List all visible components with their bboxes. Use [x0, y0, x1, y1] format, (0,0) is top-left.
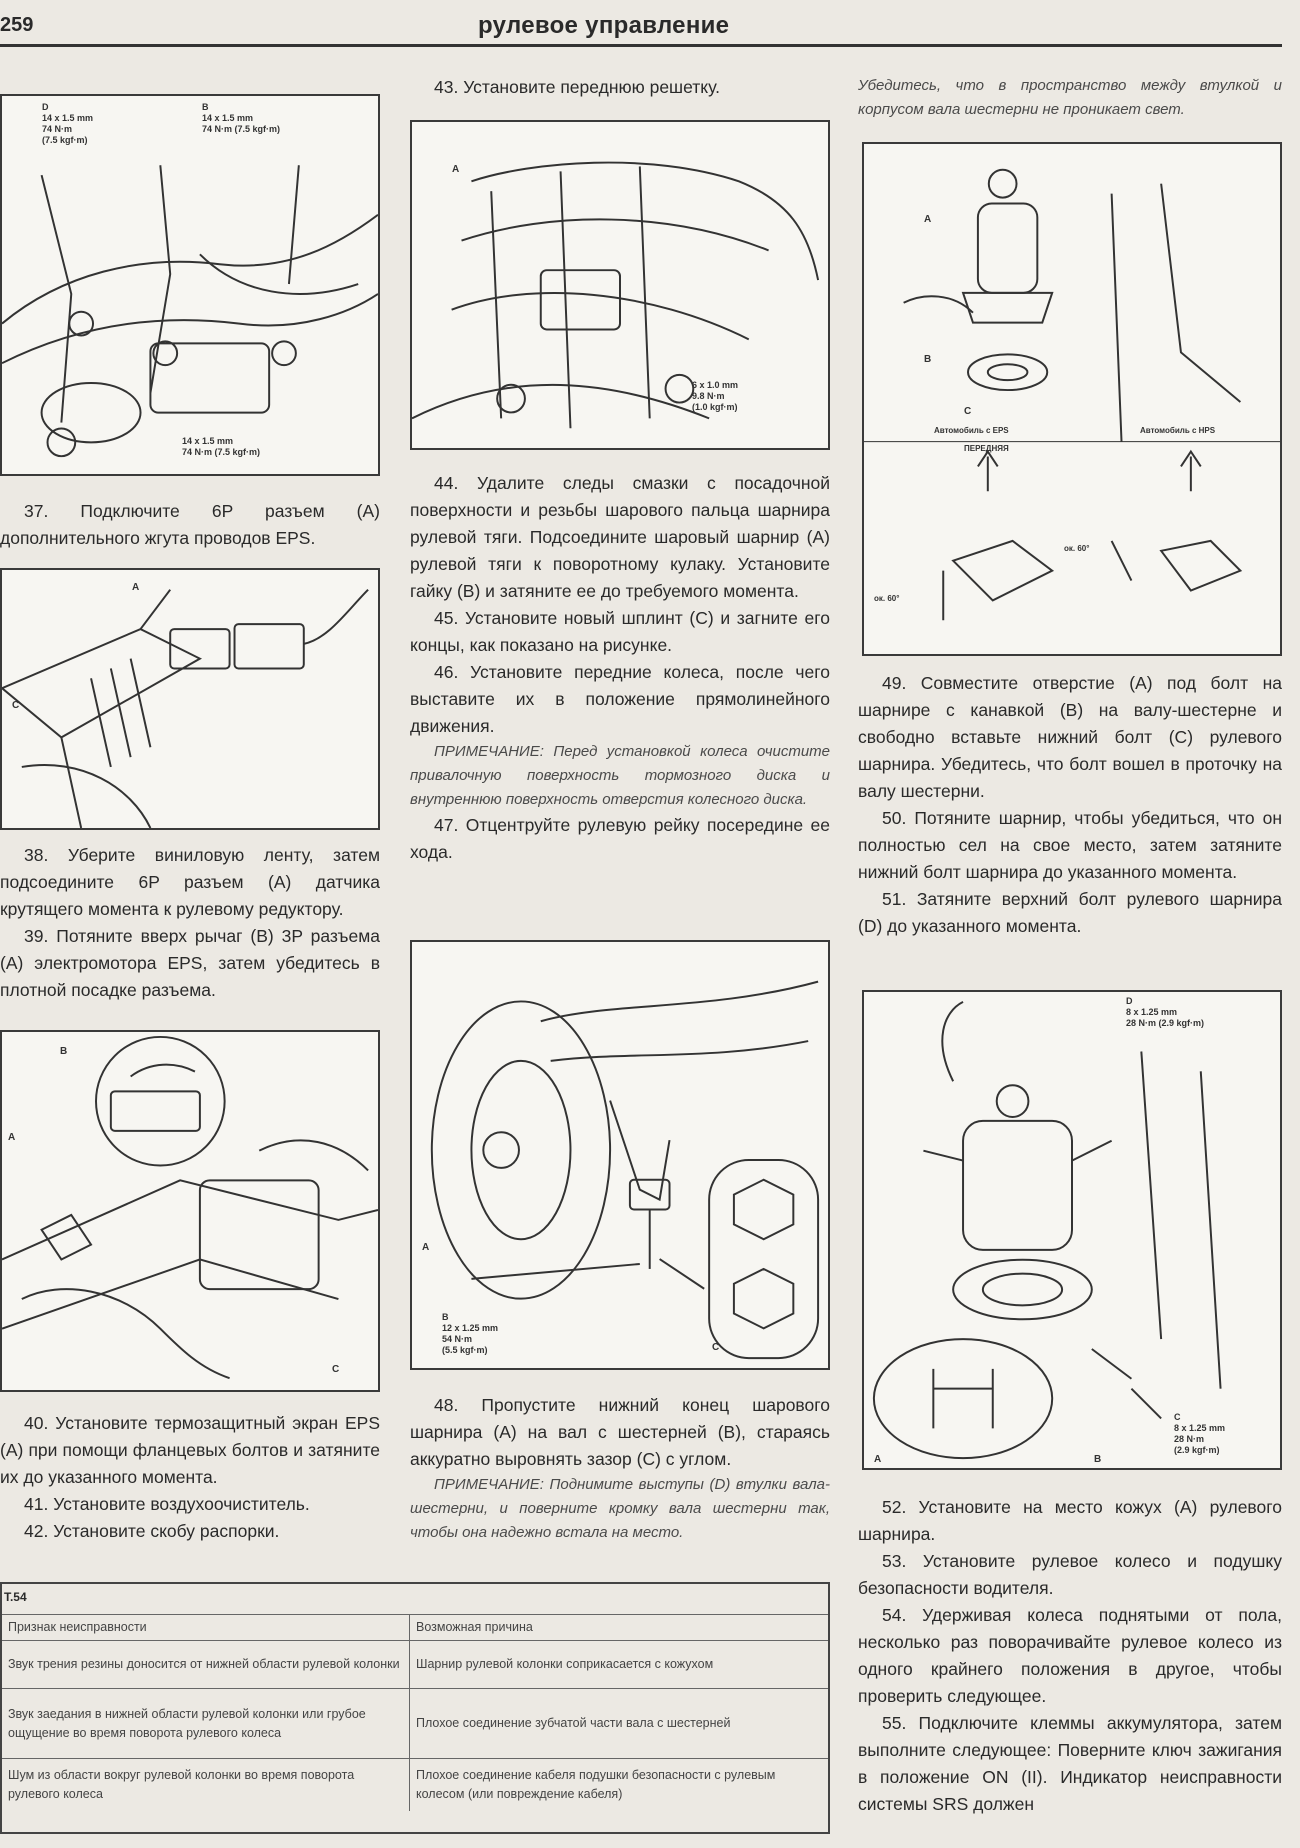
text-38: 38. Уберите виниловую ленту, затем подсо… [0, 845, 380, 919]
label-c: C [712, 1342, 720, 1353]
callout-grille-torque: 6 x 1.0 mm 9.8 N·m (1.0 kgf·m) [692, 380, 739, 412]
table-cell: Звук заедания в нижней области рулевой к… [2, 1688, 410, 1759]
header-symptom: Признак неисправности [2, 1614, 410, 1641]
paragraph-44-47: 44. Удалите следы смазки с посадочной по… [410, 470, 830, 866]
table-title: Т.54 [4, 1590, 27, 1604]
label-b: B [60, 1046, 68, 1057]
text-47: 47. Отцентруйте рулевую рейку посередине… [410, 815, 830, 862]
front-grille-drawing [412, 161, 820, 429]
text-42: 42. Установите скобу распорки. [24, 1521, 280, 1541]
text-49: 49. Совместите отверстие (A) под болт на… [858, 673, 1282, 801]
fault-table: Т.54 Признак неисправности Возможная при… [0, 1582, 830, 1834]
text-45: 45. Установите новый шплинт (C) и загнит… [410, 608, 830, 655]
figure-eps-motor: B A C [0, 1030, 380, 1392]
paragraph-intro: Убедитесь, что в пространство между втул… [858, 74, 1282, 122]
label-c: C [964, 406, 972, 417]
running-head: рулевое управление [478, 12, 730, 39]
page-number: 259 [0, 14, 34, 36]
paragraph-40-42: 40. Установите термозащитный экран EPS (… [0, 1410, 380, 1545]
table-cell: Шарнир рулевой колонки соприкасается с к… [409, 1640, 828, 1689]
figure-eps-connector: A C [0, 568, 380, 830]
callout-d-torque: D 8 x 1.25 mm 28 N·m (2.9 kgf·m) [1126, 996, 1205, 1028]
eps-motor-drawing [2, 1035, 378, 1380]
paragraph-43: 43. Установите переднюю решетку. [410, 74, 830, 101]
table-row: Звук трения резины доносится от нижней о… [2, 1640, 828, 1689]
paragraph-48: 48. Пропустите нижний конец шарового шар… [410, 1392, 830, 1545]
figure-tie-rod-ball-joint: A C B 12 x 1.25 mm 54 N·m (5.5 kgf·m) [410, 940, 830, 1370]
label-a: A [8, 1132, 16, 1143]
text-46: 46. Установите передние колеса, после че… [410, 662, 830, 736]
table-cell: Звук трения резины доносится от нижней о… [2, 1640, 410, 1689]
text-51: 51. Затяните верхний болт рулевого шарни… [858, 889, 1282, 936]
label-b: B [1094, 1454, 1102, 1465]
figure-steering-joint-alignment: A B C Автомобиль с EPS Автомобиль с HPS … [862, 142, 1282, 656]
fault-table-grid: Признак неисправности Возможная причина … [2, 1614, 828, 1811]
label-a: A [422, 1242, 430, 1253]
label-a: A [924, 214, 932, 225]
label-a: A [132, 582, 140, 593]
paragraph-37: 37. Подключите 6P разъем (A) дополнитель… [0, 498, 380, 552]
note-48: ПРИМЕЧАНИЕ: Поднимите выступы (D) втулки… [410, 1476, 830, 1541]
text-48: 48. Пропустите нижний конец шарового шар… [410, 1395, 830, 1469]
text-50: 50. Потяните шарнир, чтобы убедиться, чт… [858, 808, 1282, 882]
text-53: 53. Установите рулевое колесо и подушку … [858, 1551, 1282, 1598]
joint-alignment-drawing [864, 168, 1280, 621]
header-rule [0, 44, 1282, 47]
text-37: 37. Подключите 6P разъем (A) дополнитель… [0, 501, 380, 548]
text-intro: Убедитесь, что в пространство между втул… [858, 77, 1282, 118]
callout-d-torque: D 14 x 1.5 mm 74 N·m (7.5 kgf·m) [42, 102, 94, 145]
engine-bolts-drawing [2, 165, 378, 458]
text-55: 55. Подключите клеммы аккумулятора, зате… [858, 1713, 1282, 1814]
label-c: C [12, 700, 20, 711]
label-front-arrow: ПЕРЕДНЯЯ [964, 444, 1009, 453]
label-angle-left: ок. 60° [874, 594, 900, 603]
table-cell: Плохое соединение зубчатой части вала с … [409, 1688, 828, 1759]
table-row: Шум из области вокруг рулевой колонки во… [2, 1758, 828, 1811]
table-header-row: Признак неисправности Возможная причина [2, 1614, 828, 1641]
header-cause: Возможная причина [409, 1614, 828, 1641]
figure-steering-joint-bolts: D 8 x 1.25 mm 28 N·m (2.9 kgf·m) C 8 x 1… [862, 990, 1282, 1470]
text-43: 43. Установите переднюю решетку. [434, 77, 720, 97]
table-cell: Плохое соединение кабеля подушки безопас… [409, 1758, 828, 1811]
text-41: 41. Установите воздухоочиститель. [24, 1494, 310, 1514]
label-hps-car: Автомобиль с HPS [1140, 426, 1216, 435]
eps-connector-drawing [2, 588, 369, 828]
paragraph-49-51: 49. Совместите отверстие (A) под болт на… [858, 670, 1282, 940]
table-row: Звук заедания в нижней области рулевой к… [2, 1688, 828, 1759]
label-c: C [332, 1364, 340, 1375]
label-angle-right: ок. 60° [1064, 544, 1090, 553]
paragraph-38-39: 38. Уберите виниловую ленту, затем подсо… [0, 842, 380, 1004]
text-39: 39. Потяните вверх рычаг (B) 3P разъема … [0, 926, 380, 1000]
label-a: A [452, 164, 460, 175]
joint-bolts-drawing [872, 1001, 1222, 1460]
callout-b-torque: B 12 x 1.25 mm 54 N·m (5.5 kgf·m) [442, 1312, 499, 1355]
label-eps-car: Автомобиль с EPS [934, 426, 1009, 435]
text-44: 44. Удалите следы смазки с посадочной по… [410, 473, 830, 601]
label-b: B [924, 354, 932, 365]
callout-bottom-torque: 14 x 1.5 mm 74 N·m (7.5 kgf·m) [182, 436, 261, 457]
paragraph-52-55: 52. Установите на место кожух (A) рулево… [858, 1494, 1282, 1818]
callout-c-torque: C 8 x 1.25 mm 28 N·m (2.9 kgf·m) [1174, 1412, 1226, 1455]
label-a: A [874, 1454, 882, 1465]
note-46: ПРИМЕЧАНИЕ: Перед установкой колеса очис… [410, 743, 830, 808]
text-52: 52. Установите на место кожух (A) рулево… [858, 1497, 1282, 1544]
text-40: 40. Установите термозащитный экран EPS (… [0, 1413, 380, 1487]
figure-engine-bolts: D 14 x 1.5 mm 74 N·m (7.5 kgf·m) B 14 x … [0, 94, 380, 476]
ball-joint-drawing [430, 980, 820, 1360]
table-cell: Шум из области вокруг рулевой колонки во… [2, 1758, 410, 1811]
figure-front-grille: A 6 x 1.0 mm 9.8 N·m (1.0 kgf·m) [410, 120, 830, 450]
text-54: 54. Удерживая колеса поднятыми от пола, … [858, 1605, 1282, 1706]
callout-b-torque: B 14 x 1.5 mm 74 N·m (7.5 kgf·m) [202, 102, 281, 134]
